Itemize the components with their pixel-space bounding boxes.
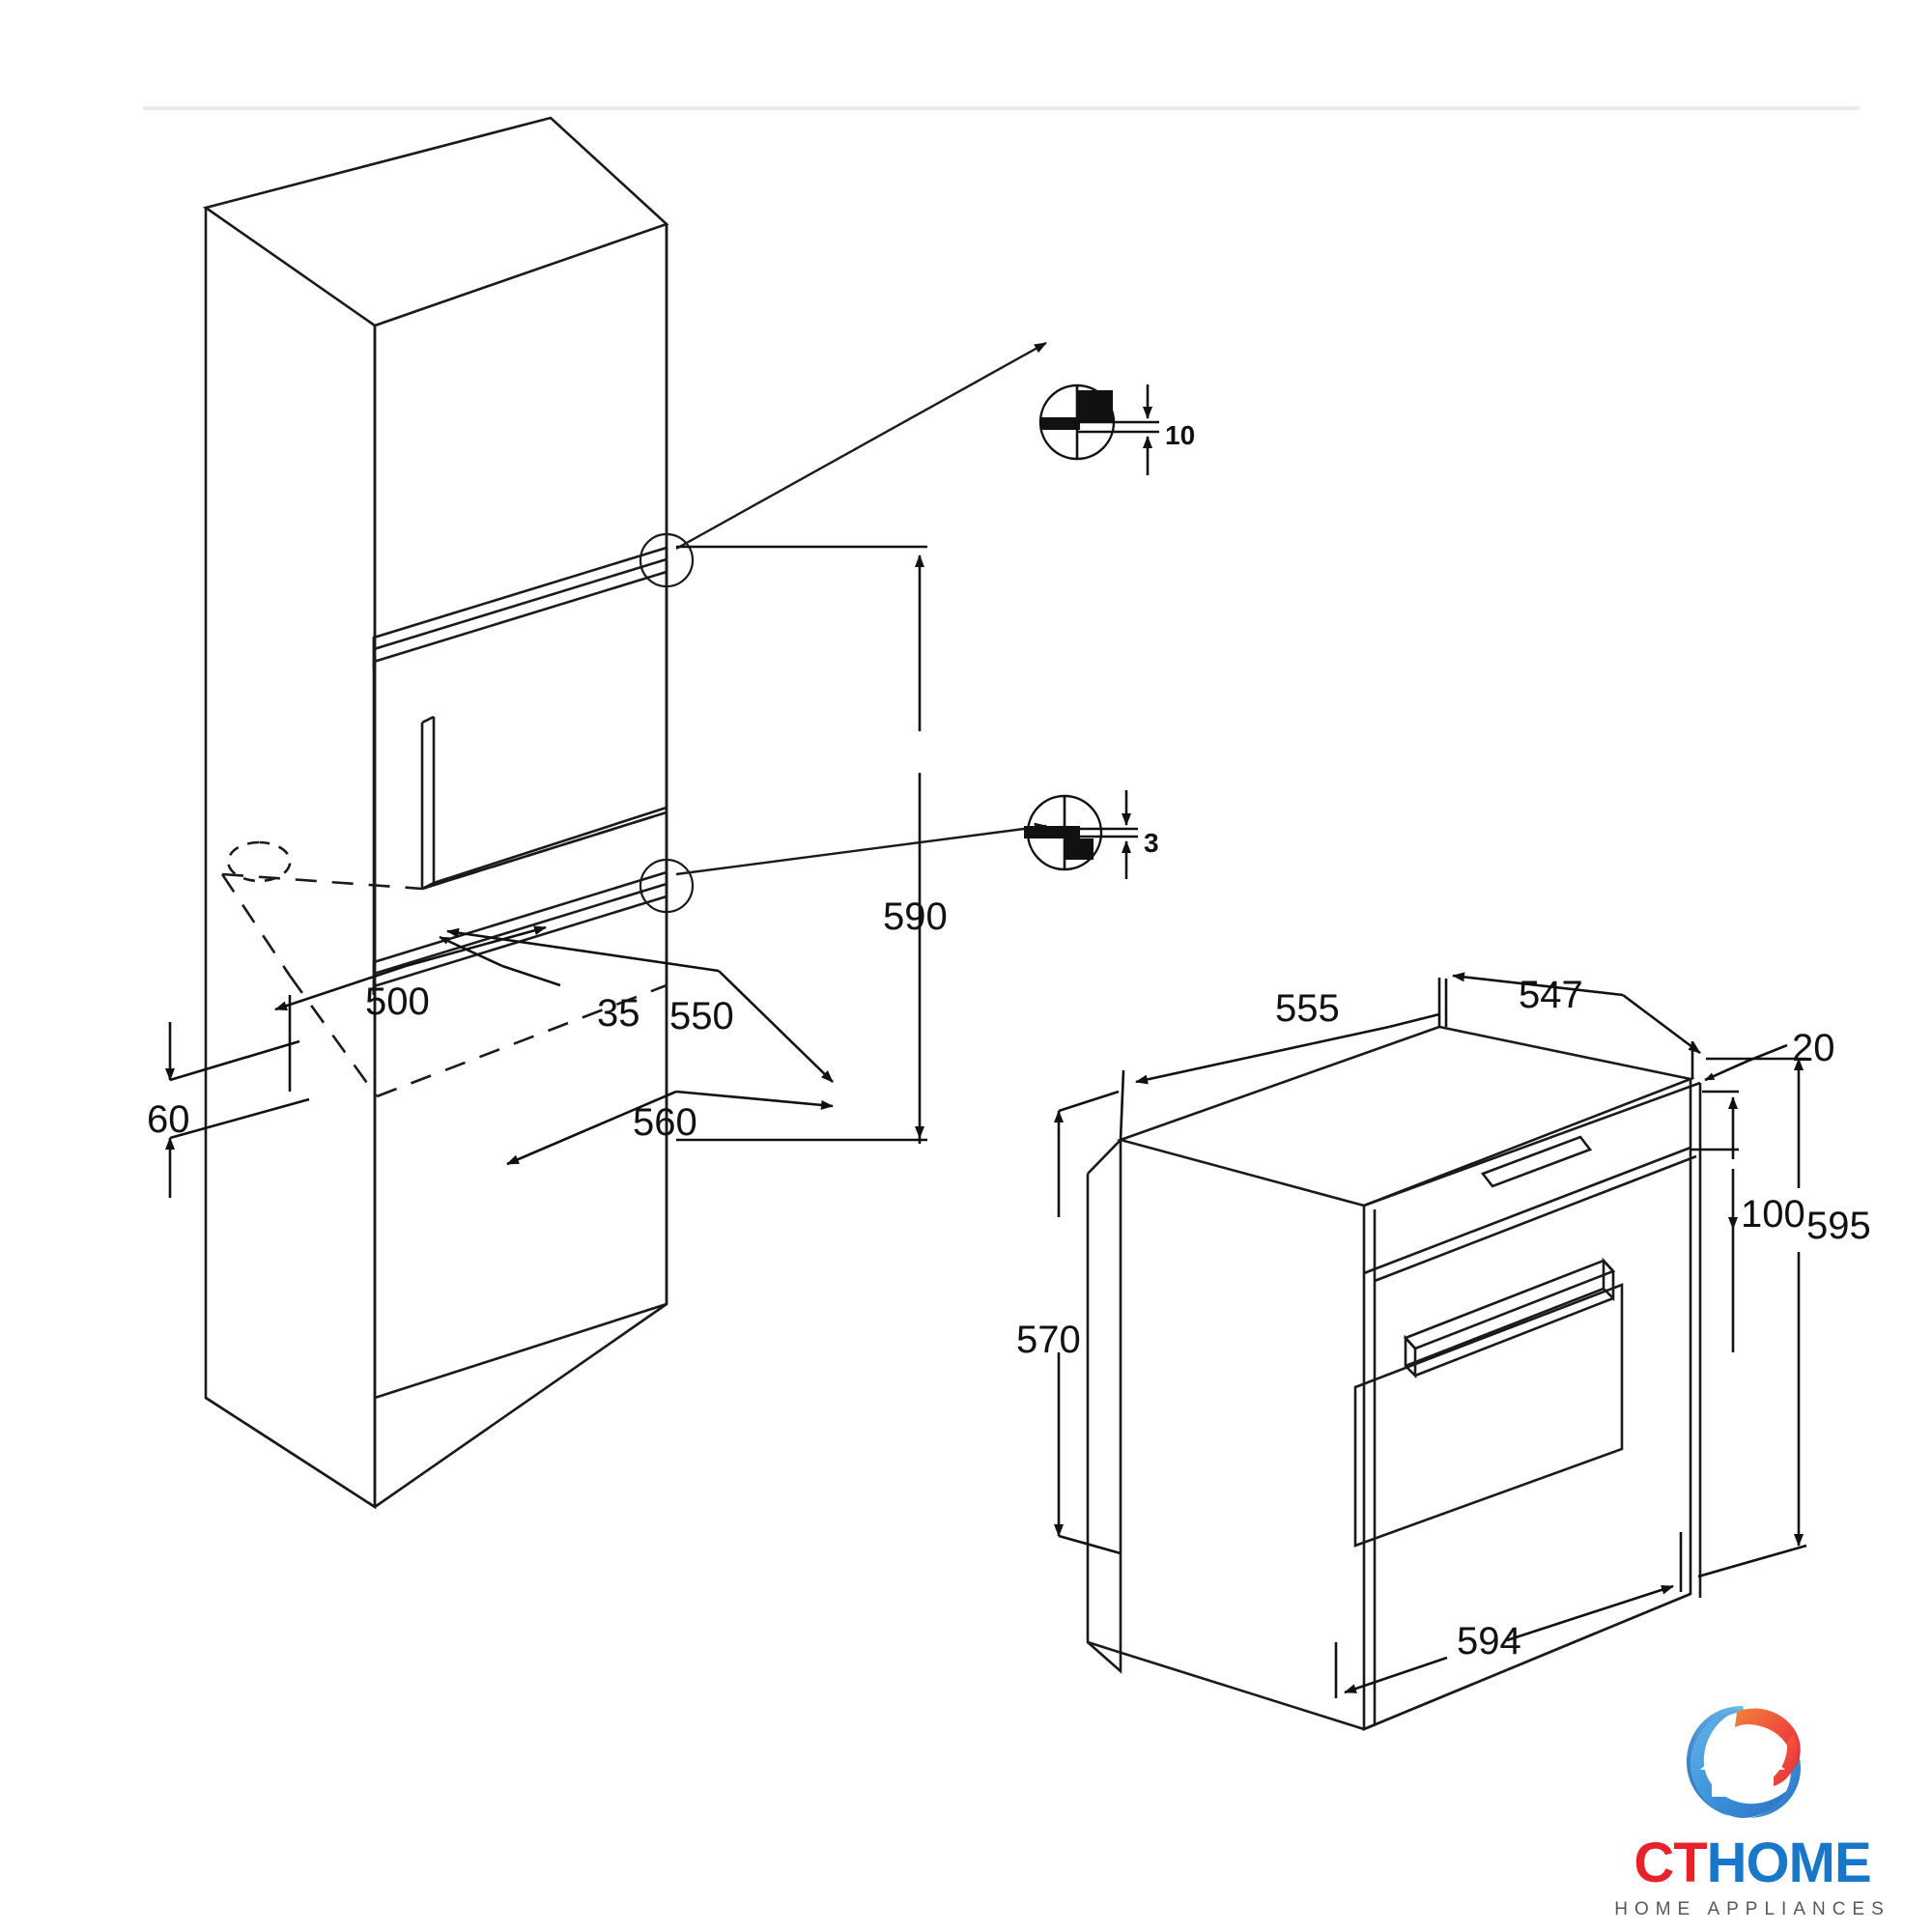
- detail-callout-3: [1024, 790, 1138, 879]
- oven-frame-top-outer: [1363, 1081, 1701, 1208]
- dim-label-35: 35: [597, 992, 640, 1035]
- dim-label-detail-3: 3: [1144, 828, 1159, 858]
- cabinet-right-wall: [374, 224, 668, 1400]
- dim-595-ext-bottom: [1697, 1544, 1807, 1578]
- detail-circle-top: [639, 532, 695, 588]
- door-handle-bottom: [1405, 1287, 1605, 1368]
- niche-top-slab-mid: [373, 557, 668, 651]
- dim-label-500: 500: [365, 980, 430, 1023]
- niche-top-slab-low: [373, 570, 668, 664]
- dim-label-detail-10: 10: [1165, 420, 1195, 450]
- dim-550-arrow-left: [446, 927, 720, 973]
- dim-label-555: 555: [1275, 987, 1340, 1030]
- dim-547-arrow-left: [1452, 972, 1624, 997]
- dim-label-20: 20: [1792, 1027, 1835, 1069]
- dim-60-ext-lower: [169, 1097, 310, 1140]
- detail-10-slab: [1041, 417, 1080, 430]
- cabinet-bottom-edges: [205, 1302, 668, 1509]
- dim-560-arrow-left: [506, 1090, 677, 1166]
- dim-label-560: 560: [633, 1101, 697, 1144]
- brand-home: HOME: [1706, 1832, 1872, 1894]
- dim-60-ext-upper: [169, 1039, 300, 1082]
- dim-label-547: 547: [1519, 974, 1583, 1016]
- cabinet-left-wall: [204, 208, 377, 1510]
- detail-10-quadrant: [1077, 390, 1113, 422]
- dim-label-594: 594: [1457, 1620, 1521, 1662]
- oven-left-side: [1086, 1140, 1122, 1674]
- oven-top-face: [1116, 1025, 1695, 1208]
- detail-leader-top: [675, 341, 1047, 551]
- dim-500-arrow-right: [405, 925, 547, 968]
- brand-tagline: HOME APPLIANCES: [1614, 1899, 1890, 1919]
- dim-555-arrow-left: [1135, 1025, 1390, 1085]
- detail-leader-bottom: [675, 822, 1047, 876]
- dim-label-590: 590: [883, 895, 948, 938]
- dim-35-arrow-a: [439, 935, 503, 968]
- oven-bottom-left-edge: [1087, 1640, 1365, 1731]
- door-handle-top: [1403, 1259, 1616, 1350]
- dim-570-ext-top: [1058, 1090, 1120, 1113]
- oven-control-panel-divider2: [1374, 1154, 1697, 1283]
- oven-front-bottom-edge: [1363, 1592, 1691, 1731]
- house-swoosh-logo-icon: [1687, 1706, 1801, 1818]
- dim-label-60: 60: [147, 1098, 190, 1141]
- detail-circle-bottom: [639, 858, 695, 914]
- niche-top-slab-upper: [372, 546, 668, 669]
- dim-550-arrow-right: [718, 970, 834, 1083]
- brand-ct: CT: [1634, 1832, 1707, 1894]
- dim-555-tail: [1388, 1012, 1440, 1029]
- oven-control-panel-divider: [1363, 1146, 1691, 1275]
- door-handle-bottom2: [1414, 1296, 1614, 1378]
- brand-logo: CTHOME HOME APPLIANCES: [1573, 1700, 1932, 1932]
- display-window: [1480, 1135, 1593, 1188]
- niche-bottom-slab-mid: [373, 882, 668, 976]
- door-handle-left-cap: [1404, 1334, 1417, 1379]
- brand-wordmark: CTHOME: [1573, 1835, 1932, 1891]
- dim-label-550: 550: [669, 995, 734, 1037]
- detail-callout-10: [1038, 384, 1159, 475]
- door-glass-panel: [1353, 1283, 1624, 1548]
- niche-floor-right2: [433, 806, 668, 885]
- dim-555-ext-left: [1119, 1069, 1125, 1141]
- niche-hole-marking: [226, 840, 292, 883]
- niche-hidden-floor: [220, 810, 668, 1098]
- cabinet-dimensions: [165, 545, 927, 1198]
- dim-570-ext-bottom: [1058, 1534, 1122, 1555]
- dim-label-595: 595: [1806, 1205, 1871, 1247]
- niche-inner-panel-top: [421, 715, 435, 724]
- dim-594-arrow-right: [1506, 1584, 1674, 1642]
- dim-547-arrow-right: [1622, 993, 1701, 1055]
- door-handle-right-cap: [1602, 1257, 1615, 1302]
- oven-left-chamfer-top: [1087, 1139, 1122, 1175]
- dim-20-arrow: [1704, 1059, 1749, 1082]
- dim-35-tail: [501, 964, 561, 987]
- dim-label-100: 100: [1741, 1193, 1805, 1236]
- dim-500-arrow-left: [274, 964, 407, 1011]
- dim-560-arrow-right: [675, 1090, 834, 1110]
- dim-label-570: 570: [1016, 1319, 1081, 1361]
- cabinet-top-face: [202, 116, 669, 327]
- oven-dimensions: [1054, 972, 1807, 1698]
- detail-3-corner: [1065, 838, 1094, 860]
- dim-594-arrow-left: [1344, 1656, 1448, 1694]
- oven-view: [1086, 1025, 1702, 1731]
